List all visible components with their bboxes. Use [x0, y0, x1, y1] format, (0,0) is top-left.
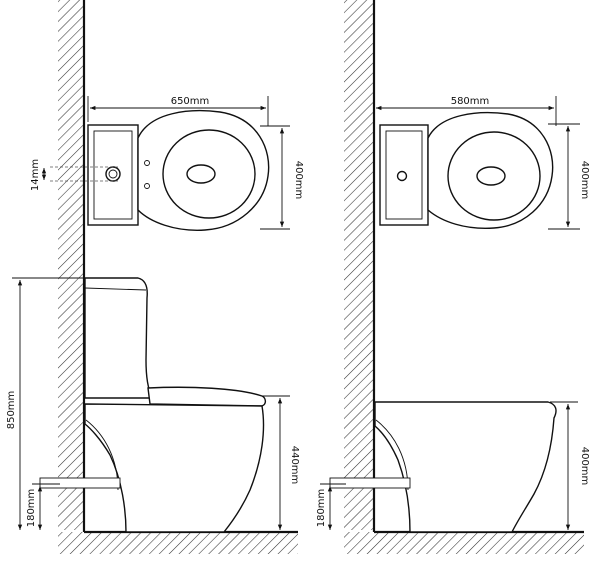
left-flush-button-inner [108, 169, 118, 179]
right-floor-hatch [344, 532, 584, 554]
right-seat-opening [447, 131, 541, 221]
right-wall-hatch [344, 0, 374, 530]
left-tank-top [87, 124, 139, 226]
left-bowl-top [137, 109, 270, 231]
left-outlet-label: 14mm [30, 159, 41, 191]
left-total-height-label: 850mm [6, 391, 17, 430]
right-drain-top [476, 166, 506, 186]
left-seat-height-label: 440mm [289, 446, 300, 485]
left-drain-pipe [39, 477, 121, 489]
left-drain-top [186, 164, 216, 184]
right-width-label: 580mm [451, 96, 490, 107]
left-width-label: 650mm [171, 96, 210, 107]
right-bowl-top [427, 111, 554, 230]
right-pipe-height-label: 180mm [316, 489, 327, 528]
left-pipe-height-label: 180mm [26, 489, 37, 528]
right-tank-inner [385, 130, 423, 220]
left-seat-opening [162, 129, 256, 219]
left-tank-side [84, 277, 154, 399]
left-view: 650mm 400mm 14mm 850mm 180mm 440mm [6, 0, 304, 554]
left-hinge-hole-bottom [144, 183, 150, 189]
right-depth-label: 400mm [579, 161, 590, 200]
right-flush-button [396, 170, 408, 182]
right-view: 580mm 400mm 180mm 400mm [316, 0, 590, 554]
right-drain-pipe [329, 477, 411, 489]
left-tank-inner [93, 130, 133, 220]
right-bowl-side [374, 401, 557, 533]
left-hinge-hole-top [144, 160, 150, 166]
left-tank-lid-line [84, 287, 147, 291]
right-tank-top [379, 124, 429, 226]
left-wall-hatch [58, 0, 84, 530]
left-seat-lid-side [147, 386, 267, 407]
left-depth-label: 400mm [293, 161, 304, 200]
left-floor-hatch [58, 532, 298, 554]
right-seat-height-label: 400mm [579, 447, 590, 486]
left-bowl-side [84, 403, 265, 533]
